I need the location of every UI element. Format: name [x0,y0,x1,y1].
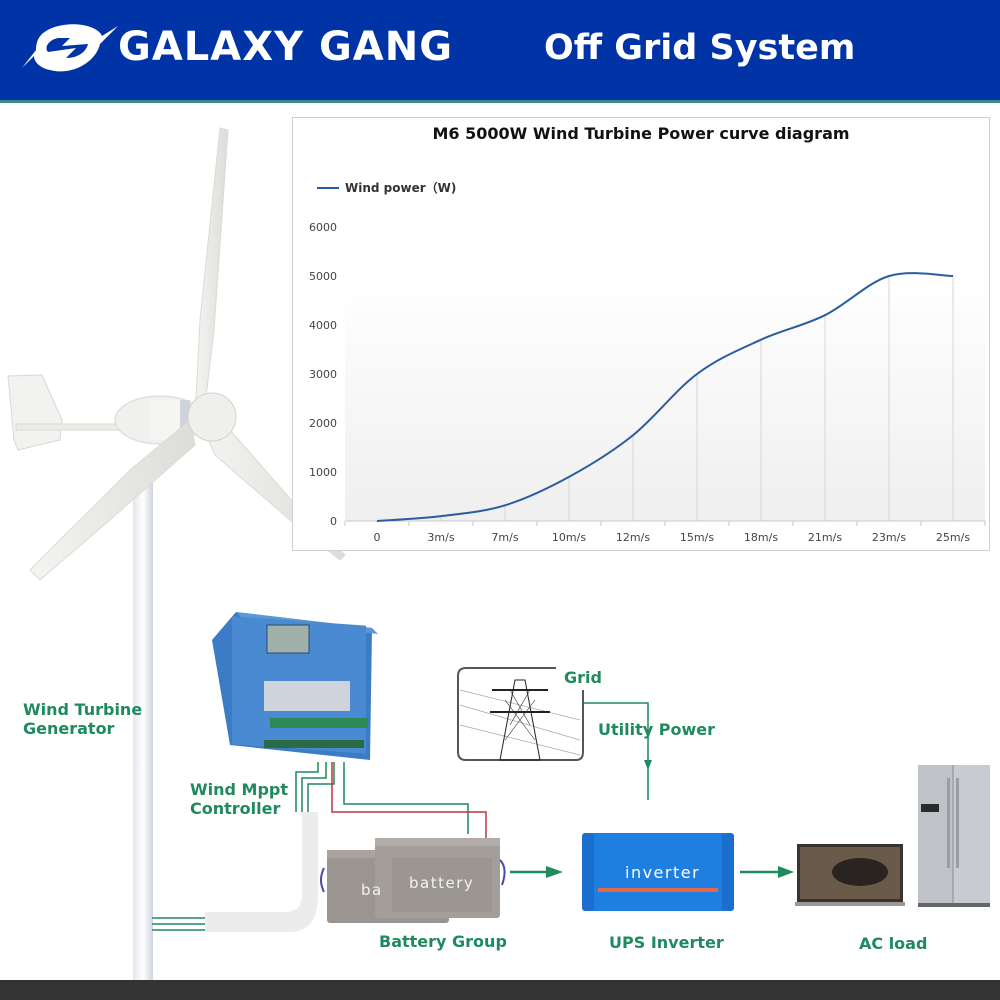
galaxy-gang-logo-icon [22,24,118,72]
label-line-2: Controller [190,799,281,818]
svg-text:1000: 1000 [309,466,337,479]
svg-text:6000: 6000 [309,221,337,234]
footer-bar [0,980,1000,1000]
legend-line-icon [317,186,339,189]
svg-text:10m/s: 10m/s [552,531,586,544]
header-banner: GALAXY GANG Off Grid System [0,0,1000,103]
label-ups-inverter: UPS Inverter [609,933,724,952]
svg-text:3000: 3000 [309,368,337,381]
svg-text:3m/s: 3m/s [427,531,454,544]
svg-text:25m/s: 25m/s [936,531,970,544]
power-curve-chart: M6 5000W Wind Turbine Power curve diagra… [292,117,990,551]
svg-text:ba: ba [361,881,383,899]
chart-legend: Wind power（W) [317,179,456,196]
label-line-2: Generator [23,719,115,738]
svg-text:15m/s: 15m/s [680,531,714,544]
label-battery-group: Battery Group [379,932,507,951]
svg-text:5000: 5000 [309,270,337,283]
label-wind-turbine-generator: Wind Turbine Generator [23,700,142,738]
chart-title: M6 5000W Wind Turbine Power curve diagra… [432,124,850,143]
label-utility-power: Utility Power [598,720,715,739]
label-line-1: Wind Turbine [23,700,143,719]
svg-text:0: 0 [330,515,337,528]
svg-text:7m/s: 7m/s [491,531,518,544]
svg-text:21m/s: 21m/s [808,531,842,544]
label-ac-load: AC load [859,934,928,953]
legend-label: Wind power（W) [345,181,457,195]
svg-text:18m/s: 18m/s [744,531,778,544]
label-grid: Grid [564,668,602,687]
page-title: Off Grid System [544,28,856,68]
refrigerator-image [918,765,990,907]
svg-text:12m/s: 12m/s [616,531,650,544]
chart-plot-area: 0 1000 2000 3000 4000 5000 6000 0 3m/s 7m/s 10m/s 1… [309,221,986,544]
label-line-1: Wind Mppt [190,780,289,799]
svg-text:0: 0 [374,531,381,544]
label-wind-mppt-controller: Wind Mppt Controller [190,780,288,818]
svg-text:23m/s: 23m/s [872,531,906,544]
svg-text:inverter: inverter [625,863,700,882]
inverter-image: inverter [582,833,734,911]
svg-text:4000: 4000 [309,319,337,332]
brand-name: GALAXY GANG [118,24,454,70]
svg-text:battery: battery [409,874,474,892]
svg-text:2000: 2000 [309,417,337,430]
wind-turbine-image [7,127,346,985]
tv-image [795,844,905,906]
